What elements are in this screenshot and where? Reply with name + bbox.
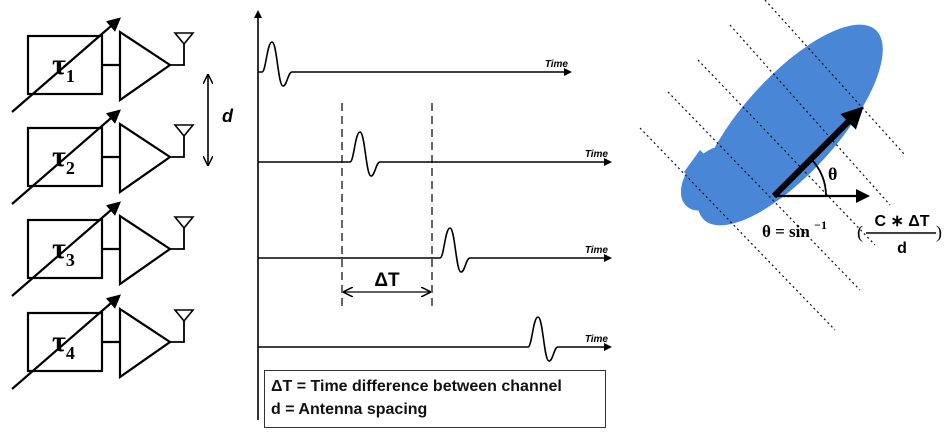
angle-arc (810, 158, 827, 197)
pulse-waveform (258, 316, 612, 362)
legend-box: ΔT = Time difference between channel d =… (264, 370, 606, 428)
beam-diagram: θ θ = sin −1 ( C ∗ ΔT d ) (639, 0, 942, 331)
channel-stack: τ1 τ2 τ3 τ4 (11, 17, 195, 390)
antenna-icon (173, 216, 195, 230)
tunable-arrow (11, 294, 122, 390)
time-axis-label: Time (545, 59, 569, 70)
trace-3: Time (258, 227, 612, 273)
formula-denominator: d (897, 240, 907, 257)
time-axis-label: Time (585, 334, 609, 345)
beam-lobe (697, 24, 883, 226)
formula-numerator: C ∗ ΔT (874, 213, 929, 230)
amplifier-icon (118, 121, 172, 195)
amplifier-icon (118, 29, 172, 103)
amplifier-icon (118, 306, 172, 380)
antenna-icon (173, 124, 195, 138)
formula-exponent: −1 (814, 218, 827, 232)
time-axis-label: Time (585, 149, 609, 160)
legend-line-1: ΔT = Time difference between channel (271, 378, 562, 395)
amplifier-icon (118, 213, 172, 287)
steering-formula: θ = sin −1 ( C ∗ ΔT d ) (762, 213, 942, 257)
spacing-label: d (222, 106, 234, 126)
steering-direction-arrow (771, 106, 864, 199)
delay-label: τ1 (52, 48, 75, 86)
antenna-icon (173, 309, 195, 323)
delay-label: τ2 (52, 140, 75, 178)
channel-1: τ1 (11, 17, 195, 113)
formula-lhs: θ = sin (762, 222, 810, 241)
legend-line-2: d = Antenna spacing (271, 401, 428, 418)
delta-t-label: ΔT (374, 270, 400, 291)
pulse-waveform (258, 41, 572, 87)
tunable-arrow (11, 109, 122, 205)
antenna-icon (173, 32, 195, 46)
wavefront-lines (639, 0, 906, 331)
channel-3: τ3 (11, 201, 195, 297)
channel-2: τ2 (11, 109, 195, 205)
formula-close-paren: ) (936, 222, 942, 243)
pulse-waveform (258, 131, 612, 177)
beam-tail (684, 150, 752, 214)
pulse-waveform (258, 227, 612, 273)
tunable-arrow (11, 201, 122, 297)
delay-label: τ3 (52, 232, 75, 270)
channel-4: τ4 (11, 294, 195, 390)
trace-4: Time (258, 316, 612, 362)
time-axis-label: Time (585, 245, 609, 256)
tunable-arrow (11, 17, 122, 113)
angle-label: θ (828, 164, 837, 184)
svg-text:θ = sin −1: θ = sin −1 (762, 218, 827, 241)
trace-2: Time (258, 131, 612, 177)
formula-open-paren: ( (857, 222, 863, 243)
delay-label: τ4 (52, 325, 75, 363)
trace-1: Time (258, 41, 572, 87)
